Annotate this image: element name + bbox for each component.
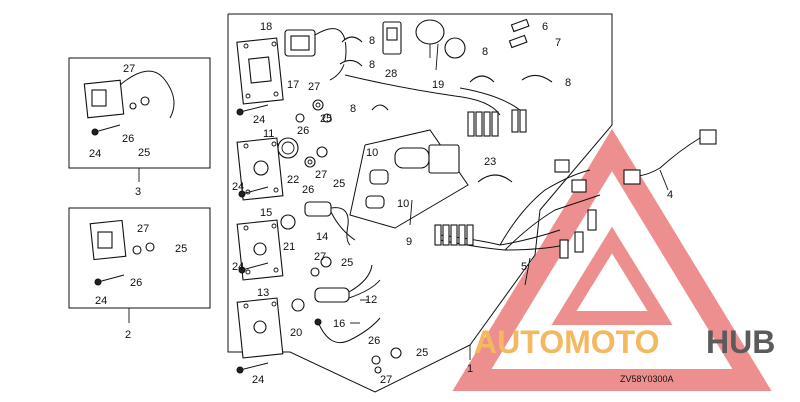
callout-l18: 18 (260, 21, 272, 33)
callout-l17: 17 (287, 79, 299, 91)
switch-body-17 (284, 28, 347, 81)
callout-l7: 7 (555, 37, 561, 49)
buzzer-19 (415, 19, 466, 71)
panel-11 (236, 137, 284, 201)
callout-l26f: 26 (130, 277, 142, 289)
callout-l24e: 24 (89, 148, 101, 160)
clip-8-set (339, 36, 553, 111)
callout-l8a: 8 (369, 35, 375, 47)
callout-l3: 3 (135, 186, 141, 198)
watermark-text: AUTOMOTO HUB (474, 324, 775, 360)
callout-l5: 5 (521, 261, 527, 273)
callout-l24c: 24 (232, 261, 244, 273)
callout-l27e: 27 (123, 63, 135, 75)
panel-18 (236, 37, 284, 105)
callout-l27c: 27 (314, 251, 326, 263)
subassembly-2-box (68, 207, 211, 309)
screw-24-set (91, 104, 269, 374)
callout-l25e: 25 (138, 147, 150, 159)
watermark-logo-triangle (452, 128, 772, 391)
subassembly-3-box (68, 57, 211, 169)
switch-12 (314, 264, 381, 303)
callout-l25c: 25 (341, 257, 353, 269)
nut-washer-set (129, 96, 402, 374)
callout-l15: 15 (260, 207, 272, 219)
svg-text:HUB: HUB (706, 324, 775, 360)
terminal-7 (508, 34, 528, 49)
callout-l27f: 27 (137, 223, 149, 235)
switch-14 (304, 201, 356, 246)
switch-assembly-2 (89, 219, 127, 261)
callout-l6: 6 (542, 21, 548, 33)
callout-l25b: 25 (333, 178, 345, 190)
callout-l8c: 8 (482, 46, 488, 58)
bezel-21 (280, 214, 296, 230)
callout-l25f: 25 (175, 243, 187, 255)
switch-assembly-3 (83, 70, 175, 119)
callout-l16: 16 (333, 318, 345, 330)
callout-l10a: 10 (366, 147, 378, 159)
clip-23 (477, 174, 513, 183)
callout-l23: 23 (484, 156, 496, 168)
callout-l27a: 27 (308, 81, 320, 93)
callout-l20: 20 (290, 327, 302, 339)
callout-l27d: 27 (380, 374, 392, 386)
callout-l8d: 8 (565, 77, 571, 89)
callout-l1: 1 (467, 363, 473, 375)
callout-l25a: 25 (320, 113, 332, 125)
callout-l13: 13 (257, 287, 269, 299)
callout-l26b: 26 (302, 184, 314, 196)
callout-l24a: 24 (253, 114, 265, 126)
callout-l4: 4 (667, 189, 673, 201)
callout-l2: 2 (125, 329, 131, 341)
callout-l28: 28 (385, 68, 397, 80)
wire-terminals-top (467, 109, 527, 137)
callout-l24f: 24 (95, 295, 107, 307)
bezel-20 (291, 298, 305, 312)
harness-4 (623, 129, 717, 185)
callout-l24d: 24 (252, 374, 264, 386)
callout-l22: 22 (287, 174, 299, 186)
bezel-22 (277, 137, 299, 159)
callout-l9: 9 (406, 236, 412, 248)
callout-l14: 14 (316, 231, 328, 243)
panel-15 (236, 219, 284, 281)
grommet-28 (382, 21, 402, 55)
callout-l10b: 10 (397, 198, 409, 210)
leader-lines (350, 169, 669, 360)
callout-l11: 11 (263, 128, 274, 140)
callout-l19: 19 (432, 79, 444, 91)
callout-l26a: 26 (297, 125, 309, 137)
callout-l12: 12 (365, 294, 377, 306)
svg-text:AUTOMOTO: AUTOMOTO (474, 324, 659, 360)
callout-l25d: 25 (416, 347, 428, 359)
wire-bundle-top (344, 74, 521, 116)
callout-l24b: 24 (232, 181, 244, 193)
main-harness-5 (434, 159, 601, 259)
callout-labels: 18 17 24 27 25 26 11 22 26 27 25 24 15 2… (89, 21, 673, 386)
callout-l26e: 26 (122, 133, 134, 145)
callout-l21: 21 (283, 241, 295, 253)
callout-l27b: 27 (315, 169, 327, 181)
callout-l26c: 26 (368, 335, 380, 347)
ignition-group-box (349, 129, 469, 229)
diagram-code: ZV58Y0300A (620, 374, 674, 384)
terminal-6 (510, 18, 530, 33)
callout-l8e: 8 (350, 103, 356, 115)
callout-l8b: 8 (369, 59, 375, 71)
panel-13 (236, 297, 284, 359)
cord-16 (317, 317, 381, 344)
ignition-switch (365, 144, 460, 209)
